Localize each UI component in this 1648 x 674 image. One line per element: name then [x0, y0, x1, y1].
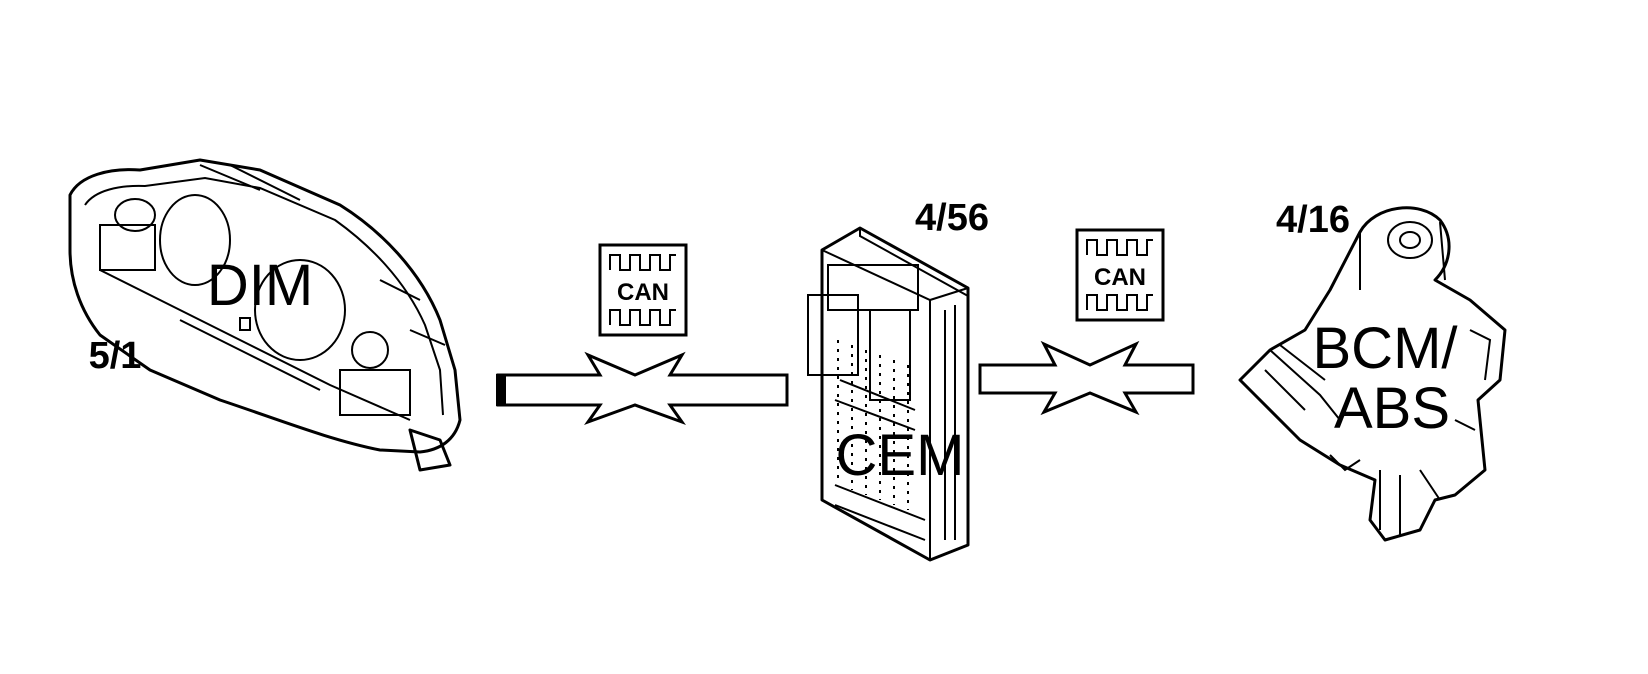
can-bus-arrow-right — [978, 340, 1195, 416]
dim-module: DIM 5/1 — [68, 158, 462, 472]
bcm-code: 4/16 — [1276, 199, 1350, 241]
can-bus-badge-icon: CAN — [1075, 228, 1165, 322]
can-link-left: CAN — [496, 243, 789, 426]
can-label-right: CAN — [1094, 264, 1146, 291]
cem-code: 4/56 — [915, 197, 989, 239]
cem-module: CEM 4/56 — [807, 197, 989, 562]
abs-label: ABS — [1334, 376, 1450, 441]
instrument-cluster-icon — [68, 158, 462, 472]
can-bus-badge-icon: CAN — [598, 243, 688, 337]
can-label-left: CAN — [617, 279, 669, 306]
dim-label: DIM — [207, 253, 313, 318]
dim-code: 5/1 — [89, 335, 142, 377]
can-link-right: CAN — [978, 228, 1195, 416]
brake-module-icon — [1238, 206, 1507, 542]
bcm-label: BCM/ — [1313, 316, 1459, 381]
control-module-icon — [807, 226, 970, 562]
cem-label: CEM — [836, 423, 965, 488]
bcm-abs-module: BCM/ ABS 4/16 — [1238, 199, 1507, 542]
can-bus-arrow-left — [496, 351, 789, 426]
